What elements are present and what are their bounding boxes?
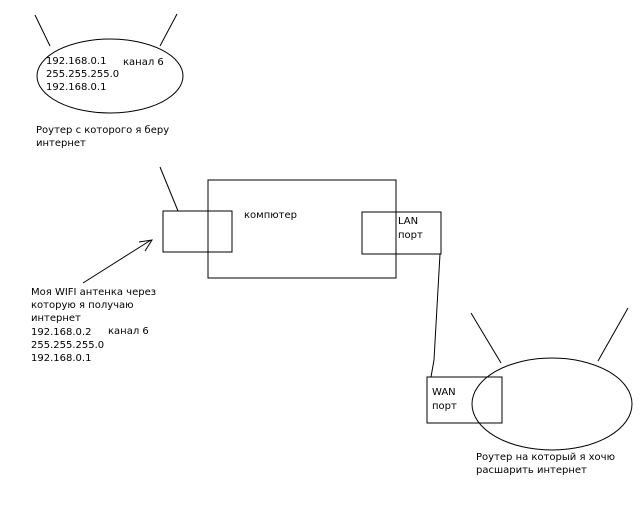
source-router-channel: канал 6 bbox=[123, 57, 164, 68]
source-router-caption-1: Роутер с которого я беру bbox=[36, 125, 170, 136]
lan-port-box bbox=[361, 211, 442, 255]
wifi-desc-1: Моя WIFI антенка через bbox=[31, 287, 157, 298]
source-router-mask: 255.255.255.0 bbox=[46, 69, 120, 80]
wifi-desc-3: интернет bbox=[31, 313, 81, 324]
wifi-pointer-arrowhead bbox=[138, 239, 154, 252]
wifi-antenna-mast bbox=[159, 166, 179, 212]
wifi-gateway: 192.168.0.1 bbox=[31, 353, 92, 364]
target-router-caption-1: Роутер на который я хочю bbox=[476, 452, 615, 463]
wifi-pointer-arrow bbox=[82, 239, 152, 284]
wan-port-label-2: порт bbox=[432, 401, 457, 412]
wifi-desc-2: которую я получаю bbox=[31, 300, 134, 311]
source-router-ip: 192.168.0.1 bbox=[46, 56, 107, 67]
lan-wan-cable bbox=[430, 253, 441, 378]
computer-label: компютер bbox=[244, 210, 297, 221]
wan-port-label-1: WAN bbox=[432, 387, 456, 398]
target-router-shape bbox=[471, 357, 633, 451]
source-router-antenna-right bbox=[159, 13, 178, 47]
source-router-shape bbox=[36, 38, 184, 114]
target-router-caption-2: расшарить интернет bbox=[476, 465, 587, 476]
source-router-gateway: 192.168.0.1 bbox=[46, 82, 107, 93]
source-router-antenna-left bbox=[34, 14, 51, 47]
lan-port-label-2: порт bbox=[398, 230, 423, 241]
source-router-caption-2: интернет bbox=[36, 138, 86, 149]
wifi-antenna-box bbox=[162, 210, 233, 253]
target-router-antenna-right bbox=[597, 307, 629, 362]
wifi-channel: канал 6 bbox=[108, 326, 149, 337]
wifi-ip: 192.168.0.2 bbox=[31, 327, 92, 338]
wan-port-box bbox=[426, 376, 503, 424]
wifi-mask: 255.255.255.0 bbox=[31, 340, 105, 351]
computer-box bbox=[207, 179, 397, 279]
lan-port-label-1: LAN bbox=[398, 216, 419, 227]
target-router-antenna-left bbox=[470, 312, 502, 364]
